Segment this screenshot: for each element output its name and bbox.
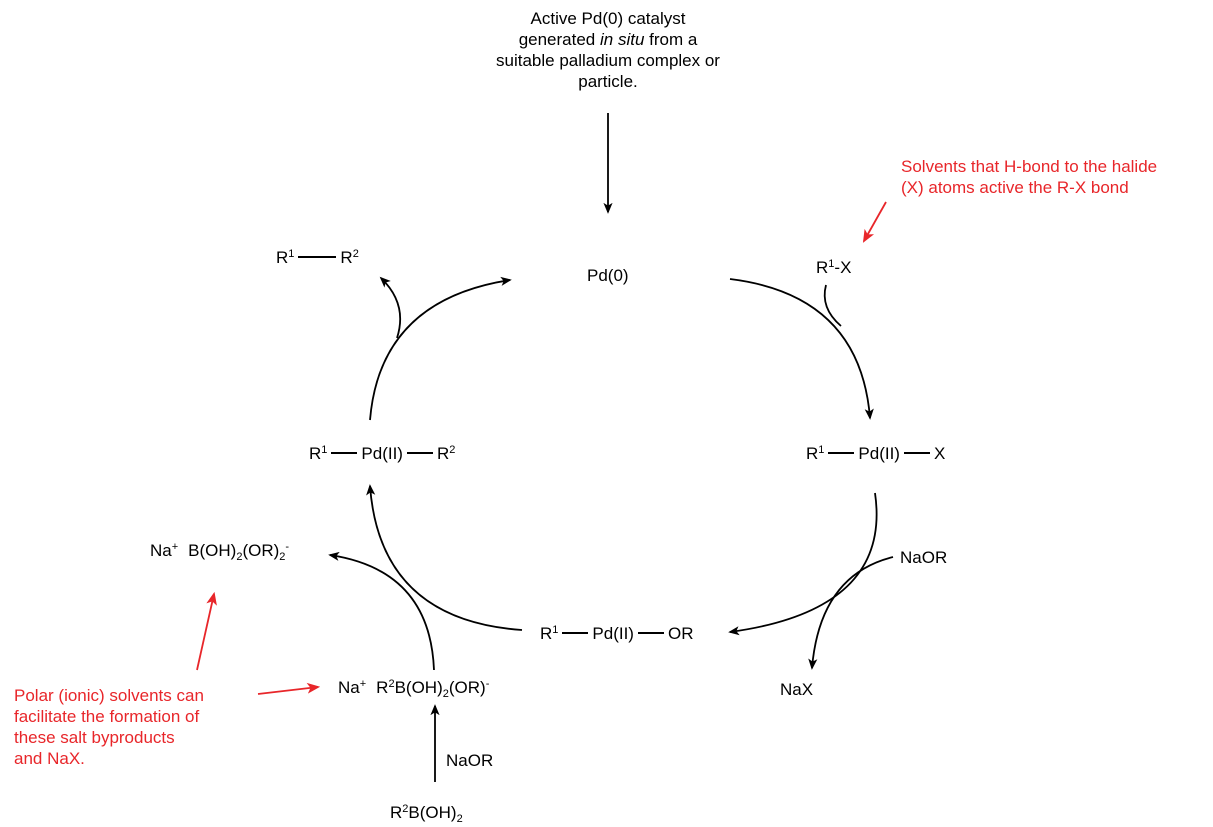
boronic-b: B(OH) — [408, 803, 457, 822]
bond-line — [562, 632, 589, 634]
borate-na: Na — [338, 678, 360, 697]
r1x-label: R1-X — [816, 258, 851, 278]
r1-pd-r2-r2: R — [436, 444, 450, 463]
byproduct-or: (OR) — [242, 541, 280, 560]
polar-note-arrow-up — [196, 591, 217, 671]
bond-line — [331, 452, 358, 454]
borate-sup: 2 — [388, 678, 395, 690]
r1-pd-or-pd: Pd(II) — [592, 624, 634, 643]
product-r1: R — [276, 248, 289, 267]
borate-minus: - — [485, 678, 490, 690]
byproduct-sub1: 2 — [236, 551, 243, 563]
boronic-sub: 2 — [456, 813, 463, 825]
byproduct-sub2: 2 — [279, 551, 286, 563]
r1-pd-or-sup: 1 — [552, 624, 559, 636]
product-r2: R — [340, 248, 353, 267]
r1-pd-x-r: R — [806, 444, 819, 463]
r1-pd-or-or: OR — [667, 624, 694, 643]
r1-pd-x-pd: Pd(II) — [858, 444, 900, 463]
solvent-note-line2: (X) atoms active the R-X bond — [901, 178, 1129, 197]
solvent-note-line1: Solvents that H-bond to the halide — [901, 157, 1158, 176]
oxidative-addition-arc — [729, 278, 874, 420]
borate-or: (OR) — [448, 678, 486, 697]
product-release-curve — [379, 276, 402, 339]
byproduct-na: Na — [150, 541, 172, 560]
borate-sub: 2 — [442, 688, 449, 700]
bond-line — [298, 256, 337, 258]
byproduct-salt: Na+B(OH)2(OR)2- — [150, 541, 290, 563]
boronic-sup: 2 — [402, 803, 409, 815]
polar-note-line4: and NaX. — [14, 749, 85, 768]
product-sup2: 2 — [352, 248, 359, 260]
bond-line — [406, 452, 433, 454]
r1-pd-or-r: R — [540, 624, 553, 643]
catalyst-note-line1: Active Pd(0) catalyst — [530, 9, 686, 28]
catalyst-note-line2-post: from a — [644, 30, 698, 49]
r1-pd-r2-sup2: 2 — [449, 444, 456, 456]
r1x-sup: 1 — [828, 258, 835, 270]
borate-r: R — [376, 678, 389, 697]
catalyst-note-line3: suitable palladium complex or — [496, 51, 720, 70]
byproduct-plus: + — [171, 541, 179, 553]
ligand-exchange-arc — [728, 492, 878, 636]
r1-pd-r2-sup1: 1 — [321, 444, 328, 456]
r1x-tail: -X — [834, 258, 852, 277]
reductive-elimination-arc — [369, 276, 512, 421]
r1-pd-x-x: X — [933, 444, 946, 463]
catalyst-note-line2-pre: generated — [518, 30, 600, 49]
solvent-note-arrow — [862, 201, 887, 243]
nax-label: NaX — [780, 680, 814, 699]
r1-pd-x-complex: R1 Pd(II) X — [806, 444, 945, 464]
polar-note-line1: Polar (ionic) solvents can — [14, 686, 204, 705]
catalyst-note-emphasis: in situ — [599, 30, 645, 49]
r1x-feed-curve — [823, 284, 842, 327]
naor-nax-exchange-curve — [808, 556, 894, 670]
polar-note: Polar (ionic) solvents can facilitate th… — [14, 685, 204, 769]
bond-line — [903, 452, 930, 454]
r1x-r: R — [816, 258, 829, 277]
r1-pd-x-sup: 1 — [818, 444, 825, 456]
borate-b: B(OH) — [394, 678, 443, 697]
catalyst-note-line2: generated in situ from a — [468, 29, 748, 50]
byproduct-minus: - — [285, 541, 290, 553]
byproduct-b: B(OH) — [188, 541, 237, 560]
transmetalation-arc — [366, 484, 523, 631]
boronic-r: R — [390, 803, 403, 822]
borate-plus: + — [359, 678, 367, 690]
bond-line — [828, 452, 855, 454]
solvent-note: Solvents that H-bond to the halide (X) a… — [901, 156, 1157, 198]
pd0-label: Pd(0) — [587, 266, 629, 285]
product-sup1: 1 — [288, 248, 295, 260]
borate-complex: Na+R2B(OH)2(OR)- — [338, 678, 490, 700]
r1-pd-or-complex: R1 Pd(II) OR — [540, 624, 693, 644]
boronic-acid-label: R2B(OH)2 — [390, 803, 463, 825]
naor-bottom-label: NaOR — [446, 751, 494, 770]
bond-line — [637, 632, 664, 634]
r1-pd-r2-r1: R — [309, 444, 322, 463]
polar-note-line3: these salt byproducts — [14, 728, 175, 747]
catalyst-note: Active Pd(0) catalyst generated in situ … — [468, 8, 748, 92]
polar-note-arrow-right — [257, 682, 321, 695]
borate-exchange-curve — [328, 551, 435, 671]
r1-pd-r2-pd: Pd(II) — [361, 444, 403, 463]
naor-right-label: NaOR — [900, 548, 948, 567]
polar-note-line2: facilitate the formation of — [14, 707, 200, 726]
catalyst-note-line4: particle. — [578, 72, 638, 91]
